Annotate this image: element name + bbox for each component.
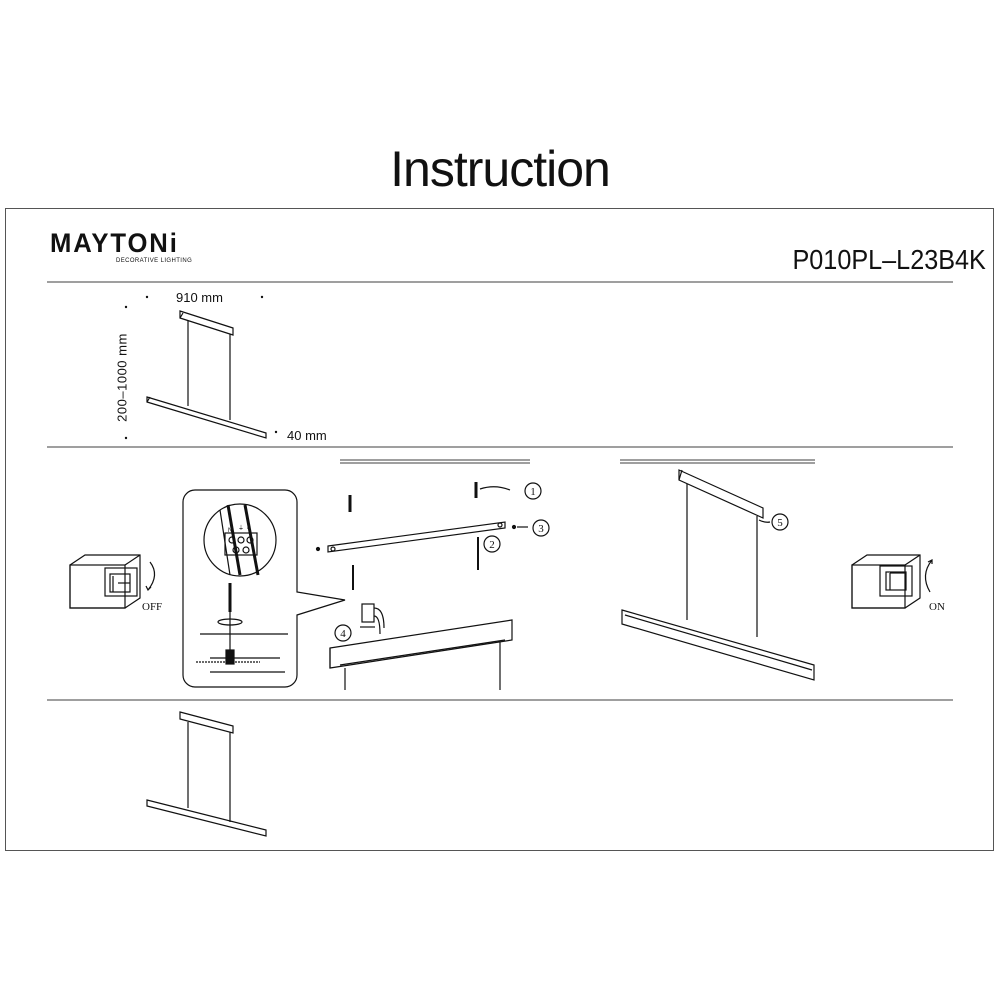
terminal-l: L xyxy=(247,525,251,531)
dimension-markers xyxy=(124,295,278,440)
callout-1: 1 xyxy=(530,486,536,498)
section-dividers xyxy=(47,281,953,701)
wiring-detail-balloon xyxy=(182,489,346,688)
terminal-labels: N ⏚ L xyxy=(228,525,251,534)
instruction-frame xyxy=(5,208,994,851)
callout-5: 5 xyxy=(777,517,783,529)
mounting-parts xyxy=(315,482,528,690)
callout-4: 4 xyxy=(340,628,346,640)
lamp-final-drawing xyxy=(146,711,267,837)
terminal-ground: ⏚ xyxy=(238,525,244,532)
depth-dimension: 40 mm xyxy=(287,428,327,443)
page-title: Instruction xyxy=(390,141,611,197)
brand-logo: MAYTONi xyxy=(50,228,179,258)
terminal-n: N xyxy=(228,528,232,534)
callout-circles xyxy=(334,482,789,642)
switch-on-icon xyxy=(851,554,933,609)
switch-off-icon xyxy=(69,554,156,609)
model-number: P010PL–L23B4K xyxy=(792,244,986,275)
callout-numbers: 1 2 3 4 5 OFF ON xyxy=(142,486,945,640)
callout-2: 2 xyxy=(489,539,495,551)
width-dimension: 910 mm xyxy=(176,290,223,305)
switch-off-label: OFF xyxy=(142,601,162,613)
lamp-dimension-drawing xyxy=(146,310,267,439)
assembled-lamp xyxy=(621,469,815,681)
callout-3: 3 xyxy=(538,523,544,535)
switch-on-label: ON xyxy=(929,601,945,613)
brand-tagline: DECORATIVE LIGHTING xyxy=(116,258,193,264)
